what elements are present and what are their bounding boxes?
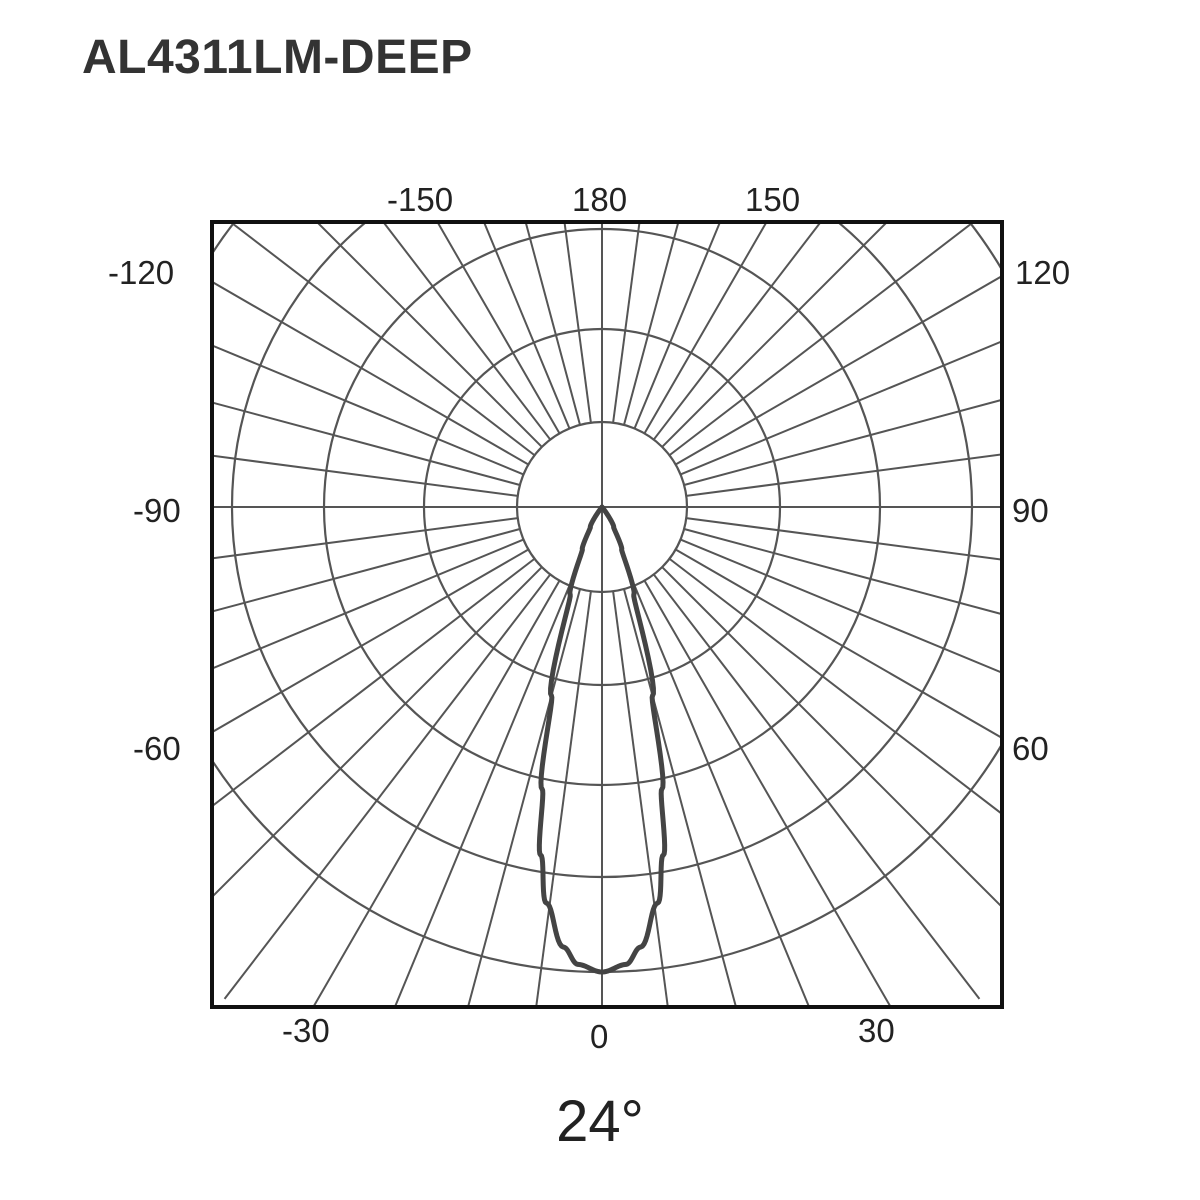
grid-spoke [535, 591, 592, 1007]
grid-spoke [393, 585, 571, 1007]
grid-spoke [212, 528, 521, 613]
grid-spoke [633, 222, 722, 429]
grid-spoke [675, 548, 1002, 740]
grid-spoke [612, 222, 641, 423]
grid-spoke [466, 588, 581, 1007]
grid-spoke [212, 517, 518, 560]
grid-spoke [661, 222, 889, 448]
grid-spoke [643, 222, 768, 434]
grid-spoke [436, 222, 561, 434]
grid-spoke [680, 538, 1002, 674]
tick-label-90: 90 [1012, 492, 1049, 529]
grid-spoke [315, 222, 543, 448]
grid-spoke [563, 222, 592, 423]
grid-spoke [668, 557, 1002, 816]
grid-spoke [675, 274, 1002, 466]
tick-label-neg90: -90 [133, 492, 181, 529]
grid-spoke [652, 222, 822, 441]
grid-spoke [312, 580, 561, 1007]
grid-spoke [212, 538, 524, 670]
intensity-curve-group [536, 504, 668, 975]
beam-angle-label: 24° [556, 1089, 644, 1154]
grid-spoke [212, 280, 529, 466]
polar-grid [212, 222, 1002, 1007]
grid-spoke [223, 573, 552, 1000]
tick-label-neg120: -120 [108, 254, 175, 291]
grid-spoke [623, 222, 680, 426]
grid-spoke [212, 344, 524, 476]
grid-spoke [633, 585, 811, 1007]
grid-spoke [612, 591, 669, 1007]
grid-spoke [686, 453, 1002, 497]
grid-spoke [212, 401, 521, 486]
tick-label-120: 120 [1015, 254, 1071, 291]
tick-label-neg150: -150 [387, 181, 454, 218]
grid-spoke [683, 528, 1002, 616]
tick-label-neg60: -60 [133, 730, 181, 767]
plot-frame [210, 220, 1004, 1009]
grid-spoke [652, 573, 981, 1000]
grid-spoke [212, 548, 529, 734]
grid-spoke [482, 222, 571, 429]
intensity-curve [536, 504, 668, 975]
grid-spoke [661, 566, 1002, 909]
grid-spoke [683, 398, 1002, 486]
chart-title: AL4311LM-DEEP [82, 31, 473, 84]
grid-spoke [212, 454, 518, 497]
tick-label-60: 60 [1012, 730, 1049, 767]
grid-spoke [228, 222, 536, 457]
grid-spoke [212, 557, 536, 808]
grid-spoke [524, 222, 581, 426]
tick-label-30: 30 [858, 1012, 895, 1049]
grid-spoke [686, 517, 1002, 561]
tick-label-180: 180 [572, 181, 628, 218]
grid-spoke [382, 222, 552, 441]
grid-spoke [668, 222, 976, 457]
tick-label-0: 0 [590, 1018, 609, 1055]
grid-spoke [680, 340, 1002, 476]
grid-spoke [643, 580, 892, 1007]
tick-label-150: 150 [745, 181, 801, 218]
grid-spoke [623, 588, 738, 1007]
tick-label-neg30: -30 [282, 1012, 330, 1049]
grid-spoke [212, 566, 543, 899]
